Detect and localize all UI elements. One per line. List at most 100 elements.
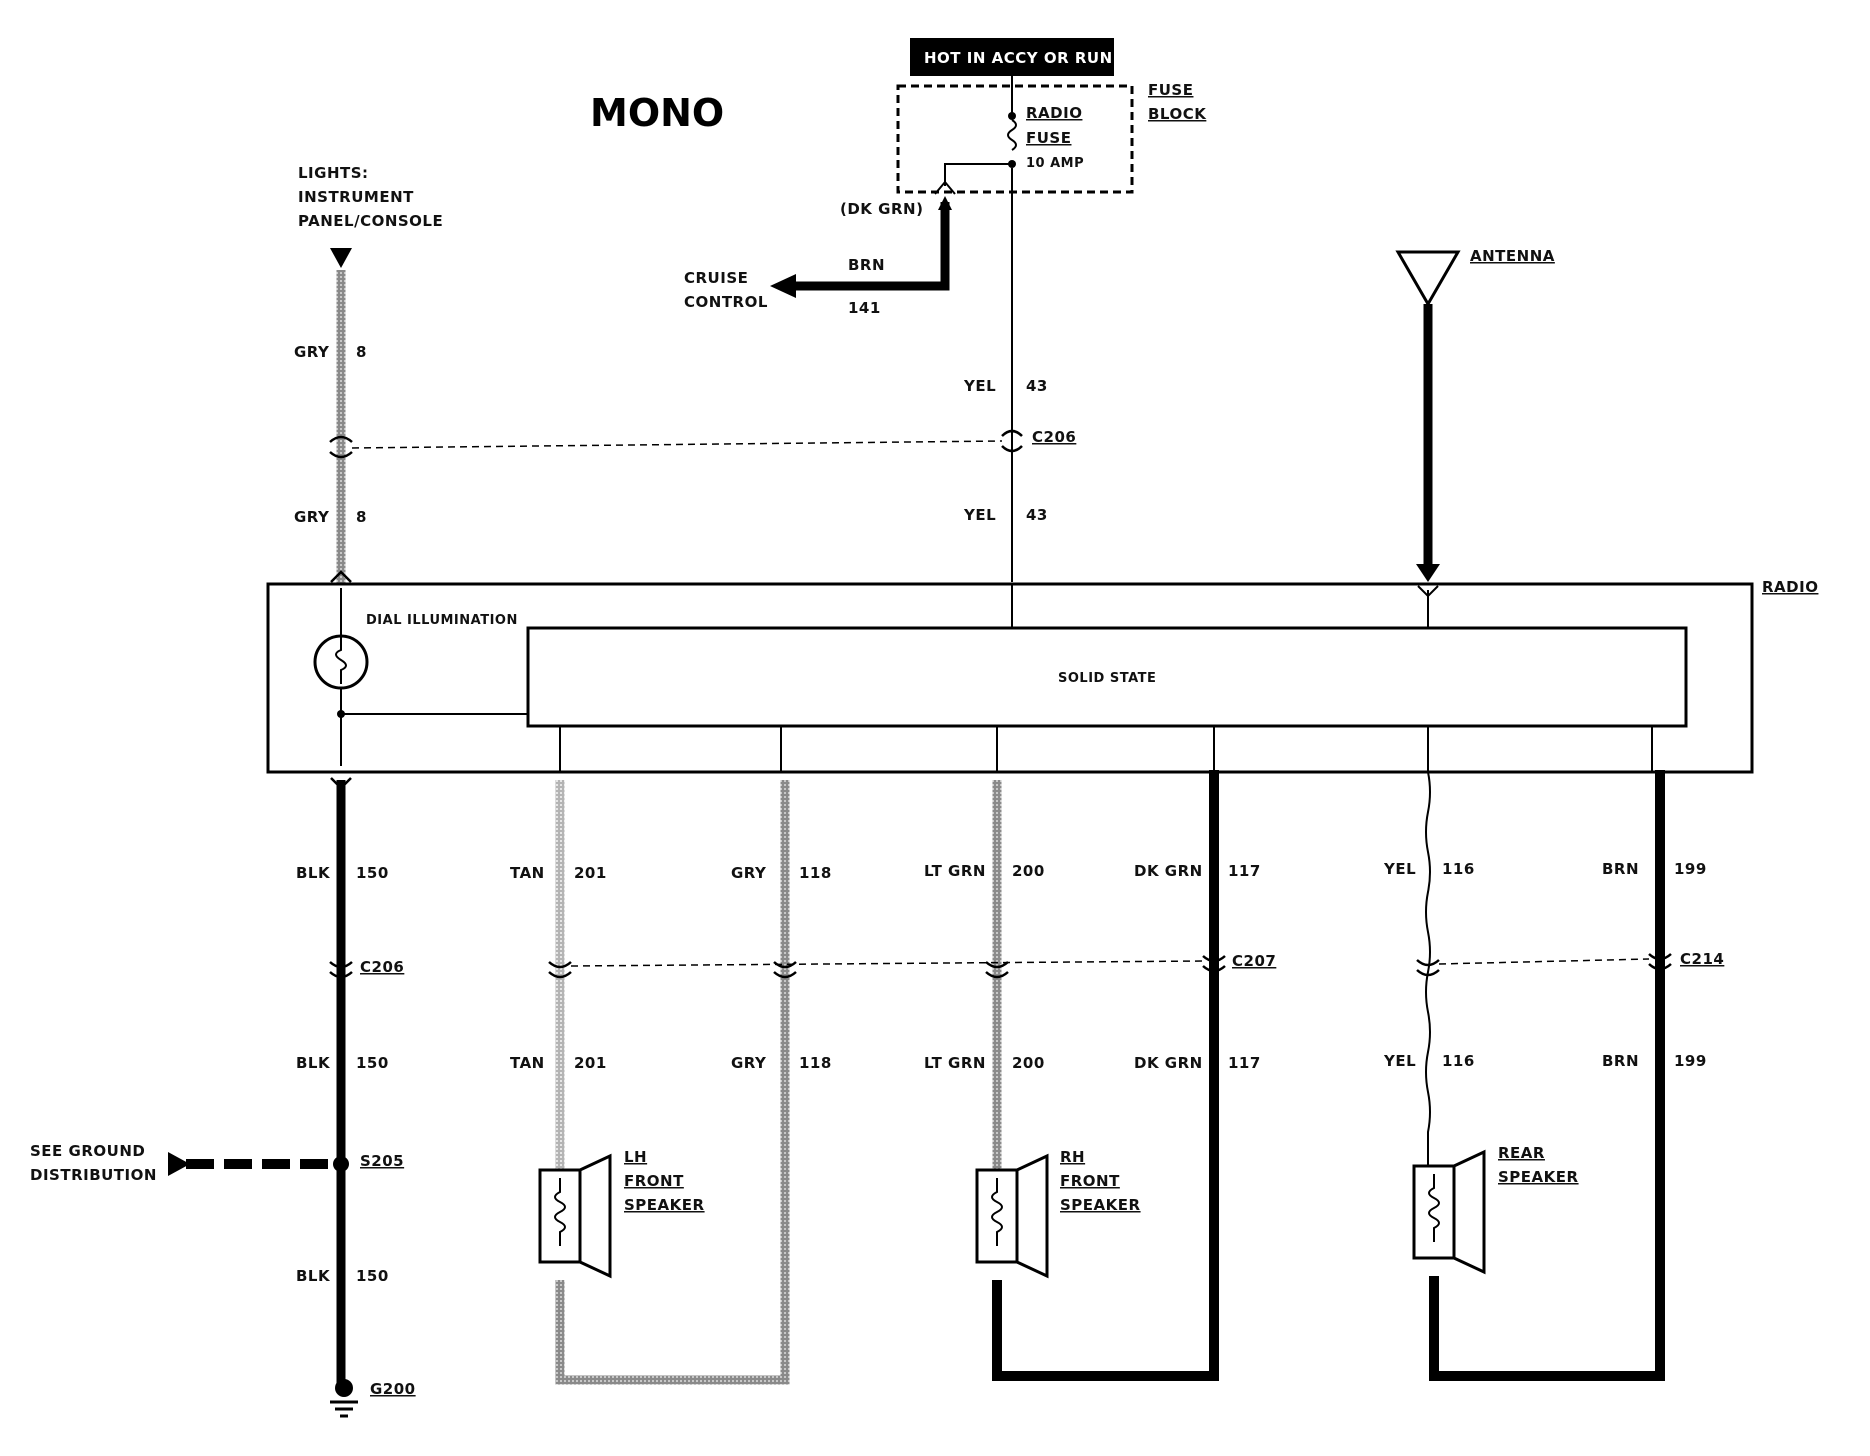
- wire-blk-150-circuit-b: 150: [356, 1054, 389, 1072]
- wire-tan-201-circuit-a: 201: [574, 864, 607, 882]
- lights-arrow: [330, 248, 352, 268]
- c214-connector-yel: [1416, 959, 1440, 977]
- c206-bottom-connector: [329, 961, 353, 979]
- wire-ltgrn-200-circuit-b: 200: [1012, 1054, 1045, 1072]
- radio-fuse-label-1: RADIO: [1026, 104, 1082, 122]
- wire-blk-150-color-a: BLK: [296, 864, 331, 882]
- wire-gry-8-circuit-a: 8: [356, 343, 367, 361]
- rear-speaker-label-1: REAR: [1498, 1144, 1545, 1162]
- c207-connector-tan: [548, 961, 572, 979]
- wire-blk-150-circuit-a: 150: [356, 864, 389, 882]
- rh-speaker-label-3: SPEAKER: [1060, 1196, 1141, 1214]
- solid-state-block: [526, 626, 1688, 728]
- c207-connector-gry: [773, 961, 797, 979]
- rh-speaker-label-1: RH: [1060, 1148, 1085, 1166]
- wire-gry-118-color-a: GRY: [731, 864, 767, 882]
- fuse-symbol: [1007, 119, 1017, 151]
- c207-connector-dkgrn: [1202, 955, 1226, 973]
- hot-label-box: [910, 38, 1114, 76]
- cruise-label-2: CONTROL: [684, 293, 768, 311]
- radio-antenna-jack: [1417, 585, 1439, 598]
- c214-connector-brn: [1648, 953, 1672, 971]
- rear-speaker-label-2: SPEAKER: [1498, 1168, 1579, 1186]
- dial-lamp-filament: [335, 640, 347, 684]
- g200-ground-icon: [330, 1379, 358, 1418]
- wire-brn-199-color-a: BRN: [1602, 860, 1639, 878]
- wire-blk-150-circuit-c: 150: [356, 1267, 389, 1285]
- dial-illumination-label: DIAL ILLUMINATION: [366, 613, 518, 628]
- wire-brn-199-color-b: BRN: [1602, 1052, 1639, 1070]
- ground-dist-arrow: [168, 1152, 190, 1176]
- wire-gry-118-color-b: GRY: [731, 1054, 767, 1072]
- rh-speaker-label-2: FRONT: [1060, 1172, 1120, 1190]
- lh-speaker-label-1: LH: [624, 1148, 647, 1166]
- s205-splice: [333, 1156, 349, 1172]
- ground-ref-label-2: DISTRIBUTION: [30, 1166, 157, 1184]
- c206-top-dashed: [351, 440, 1003, 449]
- wire-dkgrn-117-color-b: DK GRN: [1134, 1054, 1203, 1072]
- c206-top-connector-gry: [329, 435, 353, 459]
- dk-grn-connector: [934, 180, 956, 195]
- wire-gry-118-circuit-b: 118: [799, 1054, 832, 1072]
- wire-yel-116-circuit-a: 116: [1442, 860, 1475, 878]
- radio-label: RADIO: [1762, 578, 1818, 596]
- lh-speaker-label-3: SPEAKER: [624, 1196, 705, 1214]
- hot-label: HOT IN ACCY OR RUN: [924, 49, 1113, 67]
- wire-gry-8-color-a: GRY: [294, 343, 330, 361]
- fuse-block-outline: [896, 84, 1134, 194]
- fuse-node-top: [1008, 112, 1016, 120]
- radio-fuse-label-2: FUSE: [1026, 129, 1071, 147]
- c207-dashed: [570, 960, 1204, 967]
- blk-150-radio-connector: [330, 777, 352, 790]
- cruise-wire: [790, 202, 950, 291]
- wire-blk-150-color-b: BLK: [296, 1054, 331, 1072]
- lights-label-1: LIGHTS:: [298, 164, 369, 182]
- fuse-tap: [944, 163, 1012, 186]
- rear-speaker-icon: [1412, 1149, 1486, 1275]
- antenna-label: ANTENNA: [1470, 247, 1555, 265]
- lights-label-2: INSTRUMENT: [298, 188, 414, 206]
- wire-tan-201-circuit-b: 201: [574, 1054, 607, 1072]
- radio-fuse-rating: 10 AMP: [1026, 156, 1084, 171]
- wire-yel-43-circuit-b: 43: [1026, 506, 1048, 524]
- wire-dkgrn-117-circuit-b: 117: [1228, 1054, 1261, 1072]
- c214-label: C214: [1680, 950, 1724, 968]
- wire-gry-8-color-b: GRY: [294, 508, 330, 526]
- g200-label: G200: [370, 1380, 416, 1398]
- c206-top-label: C206: [1032, 428, 1076, 446]
- wire-tan-201-color-b: TAN: [510, 1054, 545, 1072]
- wire-lh-return: [555, 780, 790, 1385]
- wire-dkgrn-117-color-a: DK GRN: [1134, 862, 1203, 880]
- wire-yel-116-circuit-b: 116: [1442, 1052, 1475, 1070]
- wire-yel-116: [1425, 771, 1431, 1166]
- wire-gry-118-circuit-a: 118: [799, 864, 832, 882]
- wire-ltgrn-200-circuit-a: 200: [1012, 862, 1045, 880]
- antenna-arrow: [1416, 564, 1440, 582]
- ground-ref-label-1: SEE GROUND: [30, 1142, 145, 1160]
- wire-brn-199-circuit-b: 199: [1674, 1052, 1707, 1070]
- s205-label: S205: [360, 1152, 404, 1170]
- wire-ltgrn-200-color-b: LT GRN: [924, 1054, 986, 1072]
- cruise-wire-color: BRN: [848, 256, 885, 274]
- wire-yel-116-color-a: YEL: [1383, 860, 1416, 878]
- wire-yel-116-color-b: YEL: [1383, 1052, 1416, 1070]
- dk-grn-label: (DK GRN): [840, 200, 923, 218]
- gry-8-radio-connector: [330, 570, 352, 583]
- wire-yel-43-color-a: YEL: [963, 377, 996, 395]
- c214-dashed: [1438, 958, 1650, 965]
- wire-brn-199-circuit-a: 199: [1674, 860, 1707, 878]
- c207-label: C207: [1232, 952, 1276, 970]
- lh-front-speaker-icon: [538, 1153, 612, 1279]
- cruise-arrowhead: [770, 274, 796, 298]
- wire-blk-150-color-c: BLK: [296, 1267, 331, 1285]
- wire-yel-43-circuit-a: 43: [1026, 377, 1048, 395]
- wire-ltgrn-200-color-a: LT GRN: [924, 862, 986, 880]
- wire-gry-8-circuit-b: 8: [356, 508, 367, 526]
- wire-rh-return: [992, 770, 1219, 1381]
- diagram-title: MONO: [590, 91, 724, 135]
- cruise-arrow: [938, 196, 952, 210]
- radio-outline: [266, 582, 1754, 774]
- cruise-wire-circuit: 141: [848, 299, 881, 317]
- fuse-block-label-1: FUSE: [1148, 81, 1193, 99]
